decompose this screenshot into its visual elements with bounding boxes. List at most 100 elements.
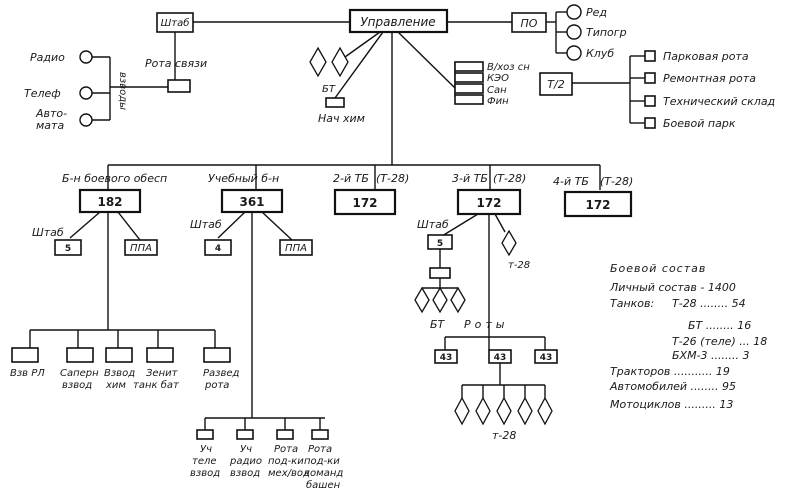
bn-boevogo-branch: Штаб 5 ППА	[29, 211, 216, 348]
bn-shtab-label: Штаб	[32, 226, 64, 239]
avto-circle	[79, 113, 93, 127]
legend-bt: БТ ........ 16	[688, 319, 751, 332]
top-connectors	[90, 11, 645, 190]
red-circle	[566, 4, 582, 20]
tb3-t28-label: т-28	[508, 260, 530, 271]
upravlenie-label: Управление	[360, 15, 435, 29]
tb4-node: 4-й ТБ (Т-28) 172	[553, 175, 633, 218]
bt-diamond-2	[331, 46, 349, 78]
tb3-label: 3-й ТБ	[452, 172, 488, 185]
rota-svyazi-label: Рота связи	[145, 57, 207, 70]
uch-shtab-num: 4	[215, 244, 221, 254]
legend-tractors: Тракторов ........... 19	[610, 365, 730, 378]
bt-diamond-1	[309, 46, 327, 78]
po-label: ПО	[521, 17, 538, 30]
legend-tanks-label: Танков:	[610, 297, 654, 310]
uchebny-branch: Штаб 4 ППА	[190, 211, 325, 430]
tb3-shtab-num: 5	[437, 239, 443, 249]
uch-sub-4a: Рота	[308, 444, 332, 455]
bn-sub-box-4	[146, 347, 174, 363]
tb2-tank: (Т-28)	[376, 172, 409, 185]
uch-subunit-list: Уч теле взвод Уч радио взвод Рота под-ки…	[190, 429, 343, 491]
park-label-3: Технический склад	[663, 95, 775, 108]
uchebny-node: Учебный б-н 361	[208, 172, 284, 214]
rota-diamond-1	[454, 396, 470, 426]
services-group: В/хоз сн КЭО Сан Фин	[454, 61, 530, 107]
klub-label: Клуб	[586, 47, 614, 60]
uch-sub-1c: взвод	[190, 468, 220, 479]
po-branches: Ред Типогр Клуб	[566, 4, 627, 61]
tb3-node: 3-й ТБ (Т-28) 172	[452, 172, 526, 216]
rota-num-1: 43	[440, 353, 453, 363]
rota-t28-label: т-28	[492, 429, 516, 442]
tb3-roty-label: Роты	[464, 318, 508, 331]
tb2-node: 2-й ТБ (Т-28) 172	[333, 172, 409, 216]
legend-cars: Автомобилей ........ 95	[609, 380, 736, 393]
rota-svyazi-node: Рота связи взводы	[117, 57, 207, 110]
uch-sub-1b: теле	[192, 456, 217, 467]
tb4-label: 4-й ТБ	[553, 175, 589, 188]
uch-sub-3b: под-ки	[268, 456, 304, 467]
park-list: Парковая рота Ремонтная рота Технический…	[644, 50, 775, 130]
radio-circle	[79, 50, 93, 64]
nach-him-node: Нач хим	[318, 97, 365, 125]
tb3-bt-diamond-3	[450, 286, 466, 314]
rota-diamond-4	[517, 396, 533, 426]
upravlenie-node: Управление	[348, 8, 449, 34]
uchebny-label: Учебный б-н	[208, 172, 279, 185]
rota-num-2: 43	[494, 353, 507, 363]
bn-ppa-label: ППА	[130, 243, 152, 254]
serv-label-2: КЭО	[487, 73, 509, 84]
bn-sub-box-1	[11, 347, 39, 363]
red-label: Ред	[586, 6, 607, 19]
bn-shtab-num: 5	[65, 244, 71, 254]
uch-sub-3c: мех/вод	[268, 468, 310, 479]
po-node: ПО	[511, 12, 547, 33]
tipogr-circle	[566, 24, 582, 40]
uchebny-num: 361	[239, 195, 264, 209]
rota-num-3: 43	[540, 353, 553, 363]
bn-subunit-list: Взв РЛ Саперн взвод Взвод хим Зенит танк…	[10, 347, 240, 391]
park-label-1: Парковая рота	[663, 50, 749, 63]
bn-sub-label-5a: Развед	[203, 368, 240, 379]
shtab-top-node: Штаб	[156, 12, 194, 33]
klub-circle	[566, 45, 582, 61]
bn-boevogo-num: 182	[97, 195, 122, 209]
bn-sub-label-2b: взвод	[62, 380, 92, 391]
uch-shtab-label: Штаб	[190, 218, 222, 231]
tb3-t28-diamond	[501, 229, 517, 257]
park-label-2: Ремонтная рота	[663, 72, 756, 85]
bn-sub-label-4b: танк бат	[133, 379, 180, 391]
bn-sub-box-2	[66, 347, 94, 363]
bn-boevogo-node: Б-н боевого обесп 182	[62, 172, 167, 214]
legend-title: Боевой состав	[610, 262, 706, 275]
uch-sub-4c: команд	[304, 468, 343, 479]
tb3-tank: (Т-28)	[493, 172, 526, 185]
radio-label: Радио	[30, 51, 65, 64]
bt-top-group: БТ	[309, 46, 349, 95]
bn-boevogo-label: Б-н боевого обесп	[62, 172, 167, 185]
uch-sub-2b: радио	[229, 456, 262, 467]
uch-ppa-label: ППА	[285, 243, 307, 254]
tb3-bt-diamond-1	[414, 286, 430, 314]
rota-diamond-5	[537, 396, 553, 426]
park-label-4: Боевой парк	[663, 117, 736, 130]
nach-him-label: Нач хим	[318, 112, 365, 125]
legend-bhm: БХМ-3 ........ 3	[672, 349, 750, 362]
tb3-num: 172	[476, 196, 501, 210]
vzvody-label: взводы	[117, 72, 128, 110]
bn-sub-label-5b: рота	[204, 380, 229, 391]
tb4-num: 172	[585, 198, 610, 212]
uch-sub-4b: под-ки	[304, 456, 340, 467]
uch-sub-4d: башен	[306, 479, 341, 491]
tb3-bt-label: БТ	[430, 318, 446, 331]
uch-sub-3a: Рота	[274, 444, 298, 455]
bn-sub-box-3	[105, 347, 133, 363]
tb3-shtab-label: Штаб	[417, 218, 449, 231]
rota-diamond-3	[496, 396, 512, 426]
comm-platoons: Радио Телеф Авто- мата	[24, 50, 93, 132]
legend-t26: Т-26 (теле) ... 18	[672, 335, 767, 348]
legend-t28: Т-28 ........ 54	[672, 297, 746, 310]
shtab-top-label: Штаб	[161, 17, 190, 29]
